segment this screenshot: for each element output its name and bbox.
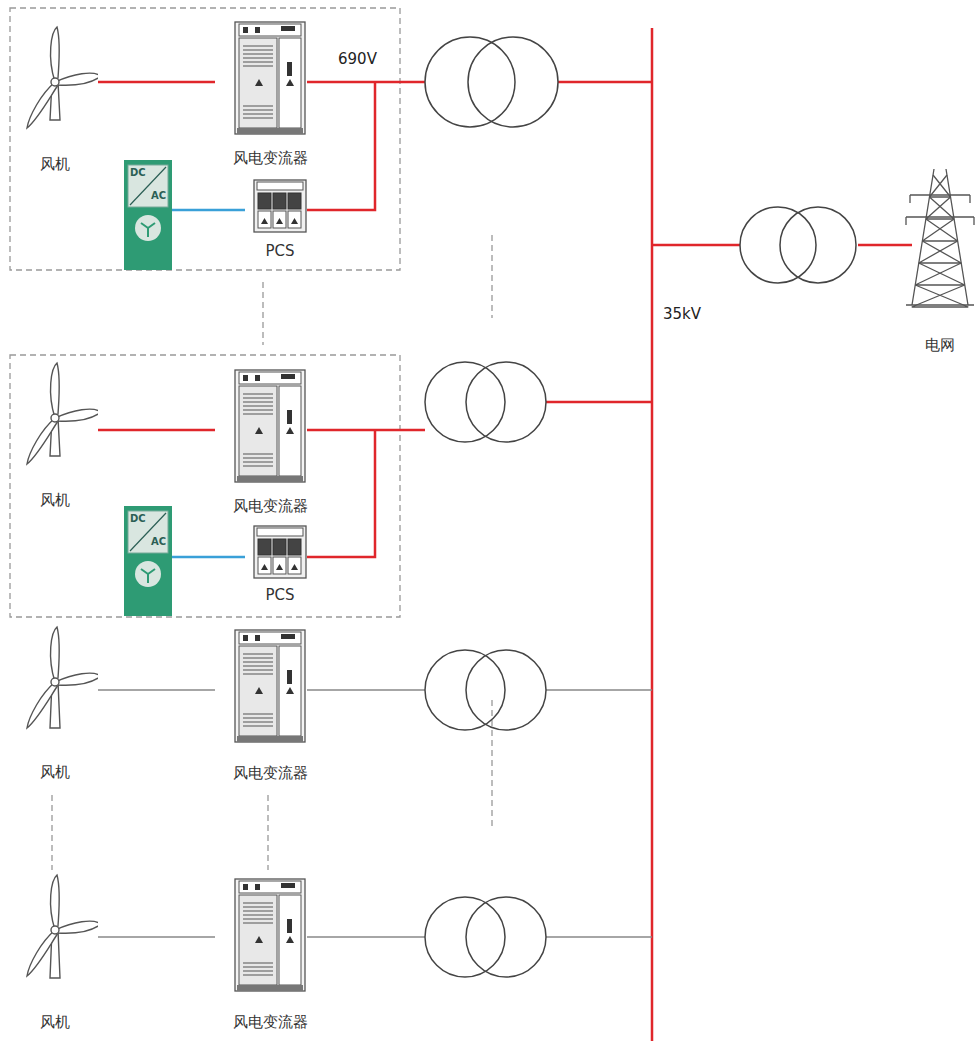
converter-icon [215,877,325,1008]
pcs-unit: PCS [245,178,315,260]
converter-type-label: DC [130,167,146,178]
wind-turbine: 风机 [12,358,98,510]
component-caption: 风机 [12,1013,98,1032]
wind-converter: 风电变流器 [215,628,325,783]
component-caption: 风机 [12,155,98,174]
power-line [172,209,245,212]
voltage-label: 690V [337,50,378,68]
wind-turbine: 风机 [12,622,98,782]
wind-converter: 风电变流器 [215,368,325,516]
power-line [98,936,215,937]
wind-turbine: 风机 [12,870,98,1032]
turbine-icon [12,22,98,150]
battery-inverter: DC AC [124,506,172,616]
power-line [98,429,215,432]
wind-turbine: 风机 [12,22,98,174]
converter-type-label: DC [130,513,146,524]
voltage-label: 35kV [662,305,702,323]
component-caption: 风电变流器 [215,149,325,168]
pcs-unit: PCS [245,524,315,604]
component-caption: 风机 [12,763,98,782]
turbine-icon [12,870,98,1008]
converter-type-label: AC [151,536,166,547]
component-caption: PCS [245,242,315,260]
converter-icon [215,368,325,492]
turbine-icon [12,358,98,486]
grid-tower-icon [905,165,975,315]
power-line [172,556,245,559]
component-caption: PCS [245,586,315,604]
battery-inverter: DC AC [124,160,172,270]
pcs-icon [245,524,315,580]
component-caption: 电网 [905,336,975,355]
converter-icon [215,20,325,144]
converter-icon [215,628,325,759]
power-grid: 电网 [905,165,975,355]
component-caption: 风机 [12,491,98,510]
power-line [98,81,215,84]
power-line [98,689,215,690]
turbine-icon [12,622,98,758]
wind-converter: 风电变流器 [215,20,325,168]
pcs-icon [245,178,315,236]
component-caption: 风电变流器 [215,764,325,783]
wind-converter: 风电变流器 [215,877,325,1032]
component-caption: 风电变流器 [215,497,325,516]
converter-type-label: AC [151,190,166,201]
component-caption: 风电变流器 [215,1013,325,1032]
